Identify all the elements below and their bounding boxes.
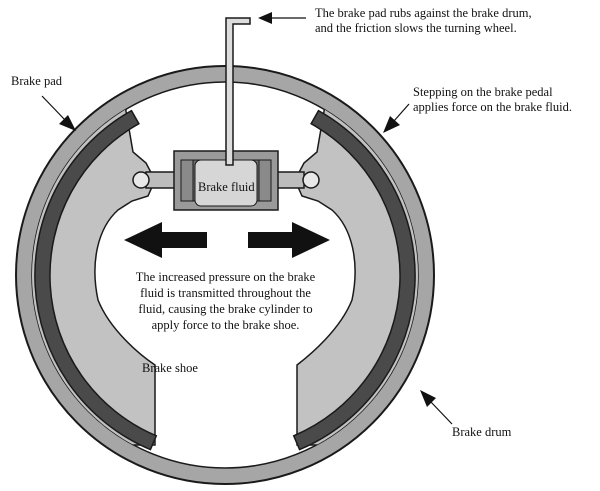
piston-rod-left — [145, 171, 179, 189]
force-arrow-right — [248, 222, 330, 258]
cylinder-piston-left — [180, 159, 194, 202]
label-brake-drum: Brake drum — [452, 425, 512, 439]
label-pressure-line3: fluid, causing the brake cylinder to — [138, 302, 313, 316]
brake-fluid-pipe — [225, 17, 251, 166]
label-pressure-line1: The increased pressure on the brake — [135, 270, 316, 284]
label-pedal-line1: Stepping on the brake pedal — [413, 85, 553, 99]
callout-arrowhead-brake-drum — [420, 390, 436, 407]
label-pressure-line2: fluid is transmitted throughout the — [140, 286, 311, 300]
label-pressure-line4: apply force to the brake shoe. — [151, 318, 300, 332]
callout-arrowhead-brake-pedal — [383, 116, 400, 133]
pivot-pin-right — [302, 171, 320, 189]
callout-line-brake-pedal — [393, 103, 410, 122]
force-arrow-left — [124, 222, 207, 258]
callout-line-brake-drum — [429, 400, 453, 425]
label-pedal-line2: applies force on the brake fluid. — [413, 100, 572, 114]
callout-arrowhead-pad-rub — [258, 12, 272, 24]
label-brake-pad: Brake pad — [11, 74, 63, 88]
label-brake-shoe: Brake shoe — [142, 361, 198, 375]
pivot-pin-left — [132, 171, 150, 189]
brake-pad-right — [292, 109, 416, 451]
cylinder-piston-right — [258, 159, 272, 202]
label-pad-rub-line1: The brake pad rubs against the brake dru… — [315, 6, 532, 20]
label-pad-rub-line2: and the friction slows the turning wheel… — [315, 21, 517, 35]
label-brake-fluid: Brake fluid — [198, 180, 255, 194]
brake-pad-left — [34, 109, 158, 451]
callout-line-brake-pad — [41, 95, 67, 122]
callout-arrowhead-brake-pad — [59, 115, 76, 131]
